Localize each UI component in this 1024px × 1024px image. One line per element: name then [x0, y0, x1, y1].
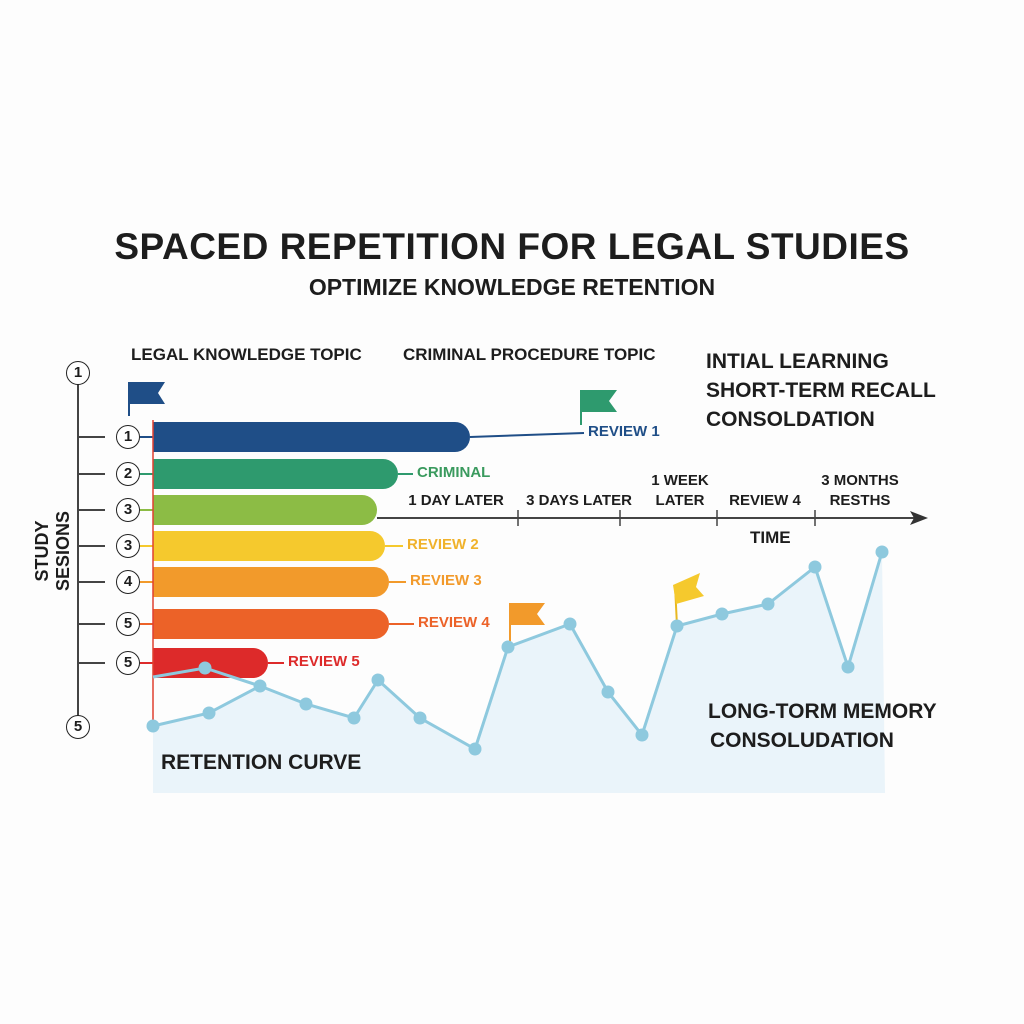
session-number: 2: [116, 462, 140, 486]
retention-point: [601, 685, 615, 699]
session-label: REVIEW 2: [407, 536, 479, 553]
session-bar: [153, 531, 385, 561]
phase-initial: INTIAL LEARNING: [706, 350, 889, 373]
retention-point: [841, 660, 855, 674]
label-leader: [469, 432, 585, 438]
tick-label: 3 MONTHS RESTHS: [821, 472, 899, 509]
flag-yellow-icon: [673, 573, 704, 627]
retention-point: [761, 597, 775, 611]
session-label: REVIEW 4: [418, 614, 490, 631]
y-axis-label: STUDY SESIONS: [32, 510, 73, 592]
retention-point: [670, 619, 684, 633]
retention-point: [371, 673, 385, 687]
session-bar: [153, 495, 377, 525]
phase-short-term: SHORT-TERM RECALL: [706, 379, 936, 402]
retention-point: [347, 711, 361, 725]
retention-point: [146, 719, 160, 733]
retention-point: [299, 697, 313, 711]
retention-point: [253, 679, 267, 693]
longterm-label-2: CONSOLUDATION: [710, 729, 894, 752]
time-axis-label: TIME: [750, 528, 791, 547]
tick-label: 1 WEEK LATER: [651, 472, 709, 509]
session-label: CRIMINAL: [417, 464, 491, 481]
session-bar: [153, 567, 389, 597]
session-bar: [153, 609, 389, 639]
session-label: REVIEW 5: [288, 653, 360, 670]
retention-point: [563, 617, 577, 631]
session-number: 3: [116, 498, 140, 522]
session-number: 3: [116, 534, 140, 558]
session-bar: [153, 459, 398, 489]
phase-consolidation: CONSOLDATION: [706, 408, 875, 431]
retention-point: [413, 711, 427, 725]
retention-point: [202, 706, 216, 720]
session-number: 5: [116, 651, 140, 675]
page-title: SPACED REPETITION FOR LEGAL STUDIES: [114, 226, 910, 267]
legal-topic-label: LEGAL KNOWLEDGE TOPIC: [131, 345, 362, 364]
retention-point: [501, 640, 515, 654]
session-number: 1: [116, 425, 140, 449]
flag-blue-icon: [128, 382, 165, 416]
time-ticks: [517, 510, 816, 526]
session-label: REVIEW 1: [588, 423, 660, 440]
retention-curve-label: RETENTION CURVE: [161, 751, 362, 774]
longterm-label-1: LONG-TORM MEMORY: [708, 700, 937, 723]
flag-green-icon: [580, 390, 617, 425]
session-number: 4: [116, 570, 140, 594]
time-arrow-icon: [910, 511, 928, 525]
retention-area: [153, 552, 885, 793]
retention-curve-line: [152, 551, 884, 752]
session-label: REVIEW 3: [410, 572, 482, 589]
retention-point: [875, 545, 889, 559]
axis-bottom-number: 5: [66, 715, 90, 739]
session-bar: [153, 648, 268, 678]
session-bar: [153, 422, 470, 452]
criminal-topic-label: CRIMINAL PROCEDURE TOPIC: [403, 345, 656, 364]
tick-label: REVIEW 4: [729, 492, 801, 509]
retention-point: [468, 742, 482, 756]
axis-top-number: 1: [66, 361, 90, 385]
retention-point: [635, 728, 649, 742]
page-subtitle: OPTIMIZE KNOWLEDGE RETENTION: [308, 274, 716, 300]
tick-label: 3 DAYS LATER: [526, 492, 632, 509]
retention-point: [808, 560, 822, 574]
flag-orange-icon: [509, 603, 545, 645]
retention-point: [198, 661, 212, 675]
tick-label: 1 DAY LATER: [408, 492, 504, 509]
session-number: 5: [116, 612, 140, 636]
retention-point: [715, 607, 729, 621]
